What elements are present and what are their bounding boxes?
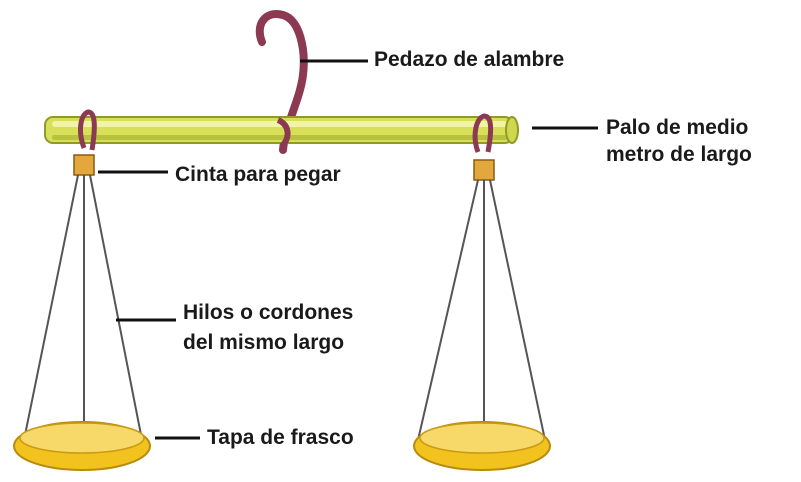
- label-stick-line1: Palo de medio: [606, 116, 749, 139]
- left-loop: [78, 109, 97, 151]
- label-wire: Pedazo de alambre: [374, 48, 565, 71]
- label-threads-line1: Hilos o cordones: [183, 301, 354, 324]
- left-threads: [23, 174, 143, 446]
- label-threads-line2: del mismo largo: [183, 331, 345, 354]
- leader-lines: [98, 59, 598, 440]
- right-tape: [473, 159, 495, 181]
- wire-wrap-center: [276, 117, 291, 149]
- right-lid: [413, 421, 551, 471]
- right-threads: [417, 179, 546, 446]
- wire-hook: [255, 10, 308, 154]
- label-tape: Cinta para pegar: [175, 163, 341, 186]
- right-loop: [472, 113, 494, 153]
- label-lid: Tapa de frasco: [207, 426, 354, 449]
- label-stick-line2: metro de largo: [606, 143, 752, 166]
- left-lid: [13, 421, 151, 471]
- left-tape: [73, 154, 95, 176]
